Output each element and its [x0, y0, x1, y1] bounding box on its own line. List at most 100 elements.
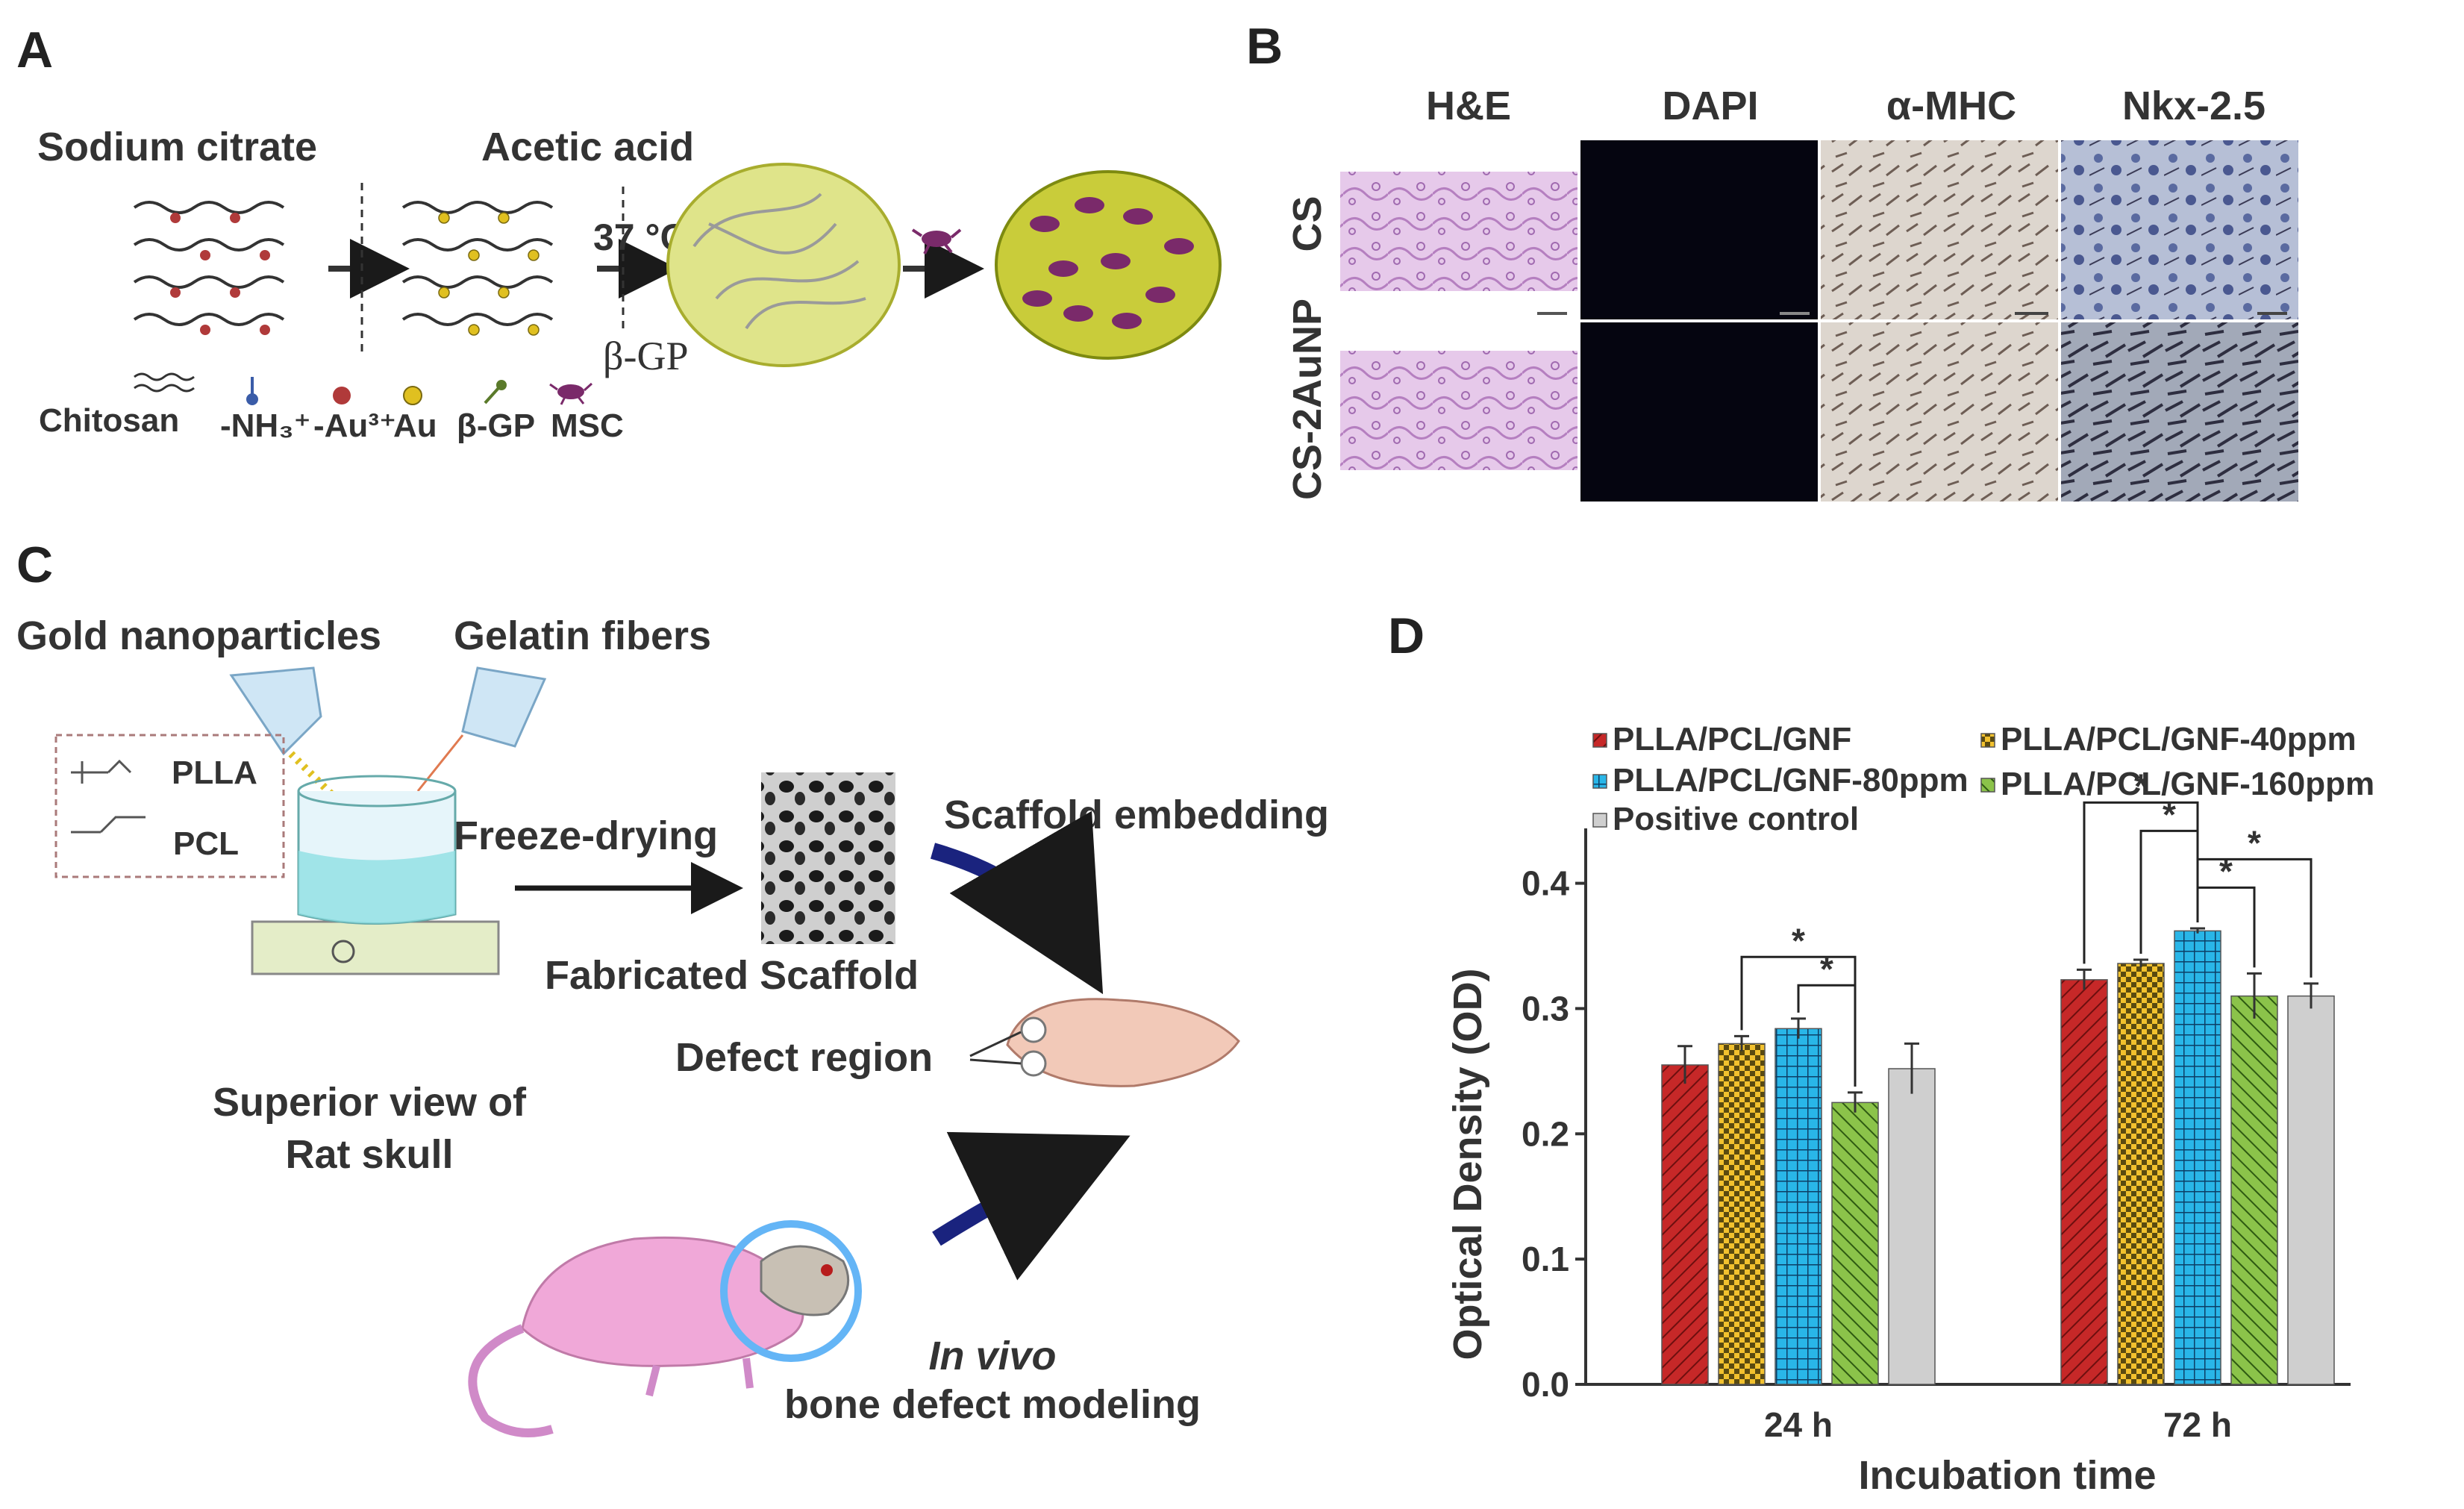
defect-circle-1	[1020, 1016, 1047, 1043]
legend-nh3: -NH₃⁺	[220, 407, 311, 444]
col-nkx: Nkx-2.5	[2122, 84, 2266, 128]
significance-star: *	[2219, 852, 2233, 890]
img-cs-dapi	[1580, 140, 1818, 319]
bar	[1661, 1064, 1709, 1385]
defect-pointer-2	[969, 1058, 1022, 1065]
legend-label: PLLA/PCL/GNF-160ppm	[2001, 766, 2374, 802]
fabricated-scaffold-label: Fabricated Scaffold	[545, 953, 919, 998]
col-he: H&E	[1426, 84, 1511, 128]
panel-label-a: A	[16, 22, 53, 78]
au3-ions-left	[170, 213, 270, 335]
bar	[2117, 963, 2165, 1385]
beaker-on-stirrer	[251, 775, 500, 975]
y-tick-label: 0.2	[1522, 1114, 1569, 1153]
cell-loaded-hydrogel	[995, 170, 1222, 360]
legend-au: Au	[393, 407, 437, 444]
legend-au3: -Au³⁺	[313, 407, 396, 444]
significance-bracket	[1797, 984, 1857, 1087]
nh3-icon	[246, 377, 258, 405]
beta-gp-label: β-GP	[603, 334, 689, 378]
bone-defect-label: bone defect modeling	[784, 1382, 1201, 1427]
legend-swatch	[1980, 733, 1995, 748]
chart-legend: PLLA/PCL/GNF PLLA/PCL/GNF-40ppmPLLA/PCL/G…	[1592, 721, 2374, 837]
img-cs2-dapi	[1580, 322, 1818, 502]
y-axis-label: Optical Density (OD)	[1445, 968, 1490, 1360]
bar	[1774, 1028, 1822, 1385]
focus-ring	[720, 1220, 862, 1362]
legend-label: PLLA/PCL/GNF	[1613, 721, 1851, 757]
sodium-citrate-label: Sodium citrate	[37, 125, 317, 169]
bar	[2287, 995, 2335, 1385]
polymer-structure-box	[54, 734, 285, 878]
img-cs-mhc	[1821, 140, 2058, 319]
chitosan-chains-right	[401, 201, 554, 326]
gelatin-fibers-label: Gelatin fibers	[454, 613, 711, 658]
rat-skull	[1006, 998, 1240, 1087]
legend-label: PLLA/PCL/GNF-80ppm	[1613, 762, 1969, 799]
y-tick-label: 0.4	[1522, 864, 1569, 903]
legend-swatch	[1980, 778, 1995, 793]
x-tick-label: 72 h	[2163, 1405, 2232, 1444]
msc-icon	[549, 382, 593, 405]
au-particles-right	[438, 212, 540, 336]
pouring-flasks	[229, 666, 547, 809]
rat-illustration	[468, 1220, 862, 1437]
freeze-drying-label: Freeze-drying	[454, 813, 718, 858]
defect-region-label: Defect region	[675, 1035, 933, 1080]
bar	[2060, 979, 2108, 1385]
y-tick-label: 0.0	[1522, 1365, 1569, 1404]
eye-icon	[821, 1264, 833, 1276]
bar	[1888, 1068, 1936, 1385]
significance-star: *	[2134, 766, 2148, 805]
bar	[2174, 930, 2221, 1385]
chemical-structure-icon	[71, 759, 146, 834]
significance-star: *	[2163, 795, 2176, 834]
row-cs: CS	[1285, 196, 1330, 251]
legend-label: PLLA/PCL/GNF-40ppm	[2001, 721, 2357, 757]
significance-star: *	[1792, 921, 1805, 960]
arrow-invivo	[932, 1131, 1131, 1281]
skull-3d-icon	[760, 1245, 850, 1316]
acetic-acid-label: Acetic acid	[481, 125, 694, 169]
panel-label-b: B	[1246, 18, 1283, 75]
arrow-embedding	[930, 810, 1104, 995]
panel-c: C Gold nanoparticles Gelatin fibers PLLA…	[16, 537, 1329, 1437]
panel-label-d: D	[1388, 607, 1425, 664]
legend-swatch	[1592, 733, 1607, 748]
img-cs-nkx	[2061, 140, 2298, 319]
legend-bgp: β-GP	[457, 407, 535, 444]
row-cs-2aunp: CS-2AuNP	[1285, 299, 1330, 500]
panel-label-c: C	[16, 537, 53, 593]
hydrogel-sphere	[666, 163, 901, 367]
chart-axes: 0.0 0.1 0.2 0.3 0.4	[1522, 828, 2351, 1404]
gold-nanoparticles-label: Gold nanoparticles	[16, 613, 381, 658]
bar	[1718, 1043, 1766, 1385]
y-tick-label: 0.1	[1522, 1240, 1569, 1278]
defect-circle-2	[1020, 1050, 1047, 1077]
legend-swatch	[1592, 774, 1607, 789]
col-mhc: α-MHC	[1886, 84, 2016, 128]
y-tick-label: 0.3	[1522, 989, 1569, 1028]
significance-star: *	[2248, 823, 2261, 862]
significance-star: *	[1820, 949, 1833, 988]
msc-icon-arrow	[911, 228, 962, 254]
significance-bracket	[2196, 857, 2313, 978]
col-dapi: DAPI	[1662, 84, 1758, 128]
chitosan-chains-left	[133, 201, 285, 326]
bar	[1831, 1102, 1879, 1385]
msc-cells-cluster	[1022, 197, 1194, 329]
defect-pointer-1	[969, 1031, 1022, 1057]
img-cs2-mhc	[1821, 322, 2058, 502]
scaffold-embedding-label: Scaffold embedding	[944, 793, 1329, 837]
legend-chitosan: Chitosan	[39, 402, 179, 439]
legend-msc: MSC	[551, 407, 624, 444]
bar	[2230, 995, 2278, 1385]
plla-label: PLLA	[172, 754, 257, 791]
img-cs2-he	[1340, 351, 1577, 470]
micrograph-grid	[1340, 140, 2298, 502]
pcl-label: PCL	[173, 825, 239, 862]
superior-view-label-2: Rat skull	[285, 1132, 453, 1177]
